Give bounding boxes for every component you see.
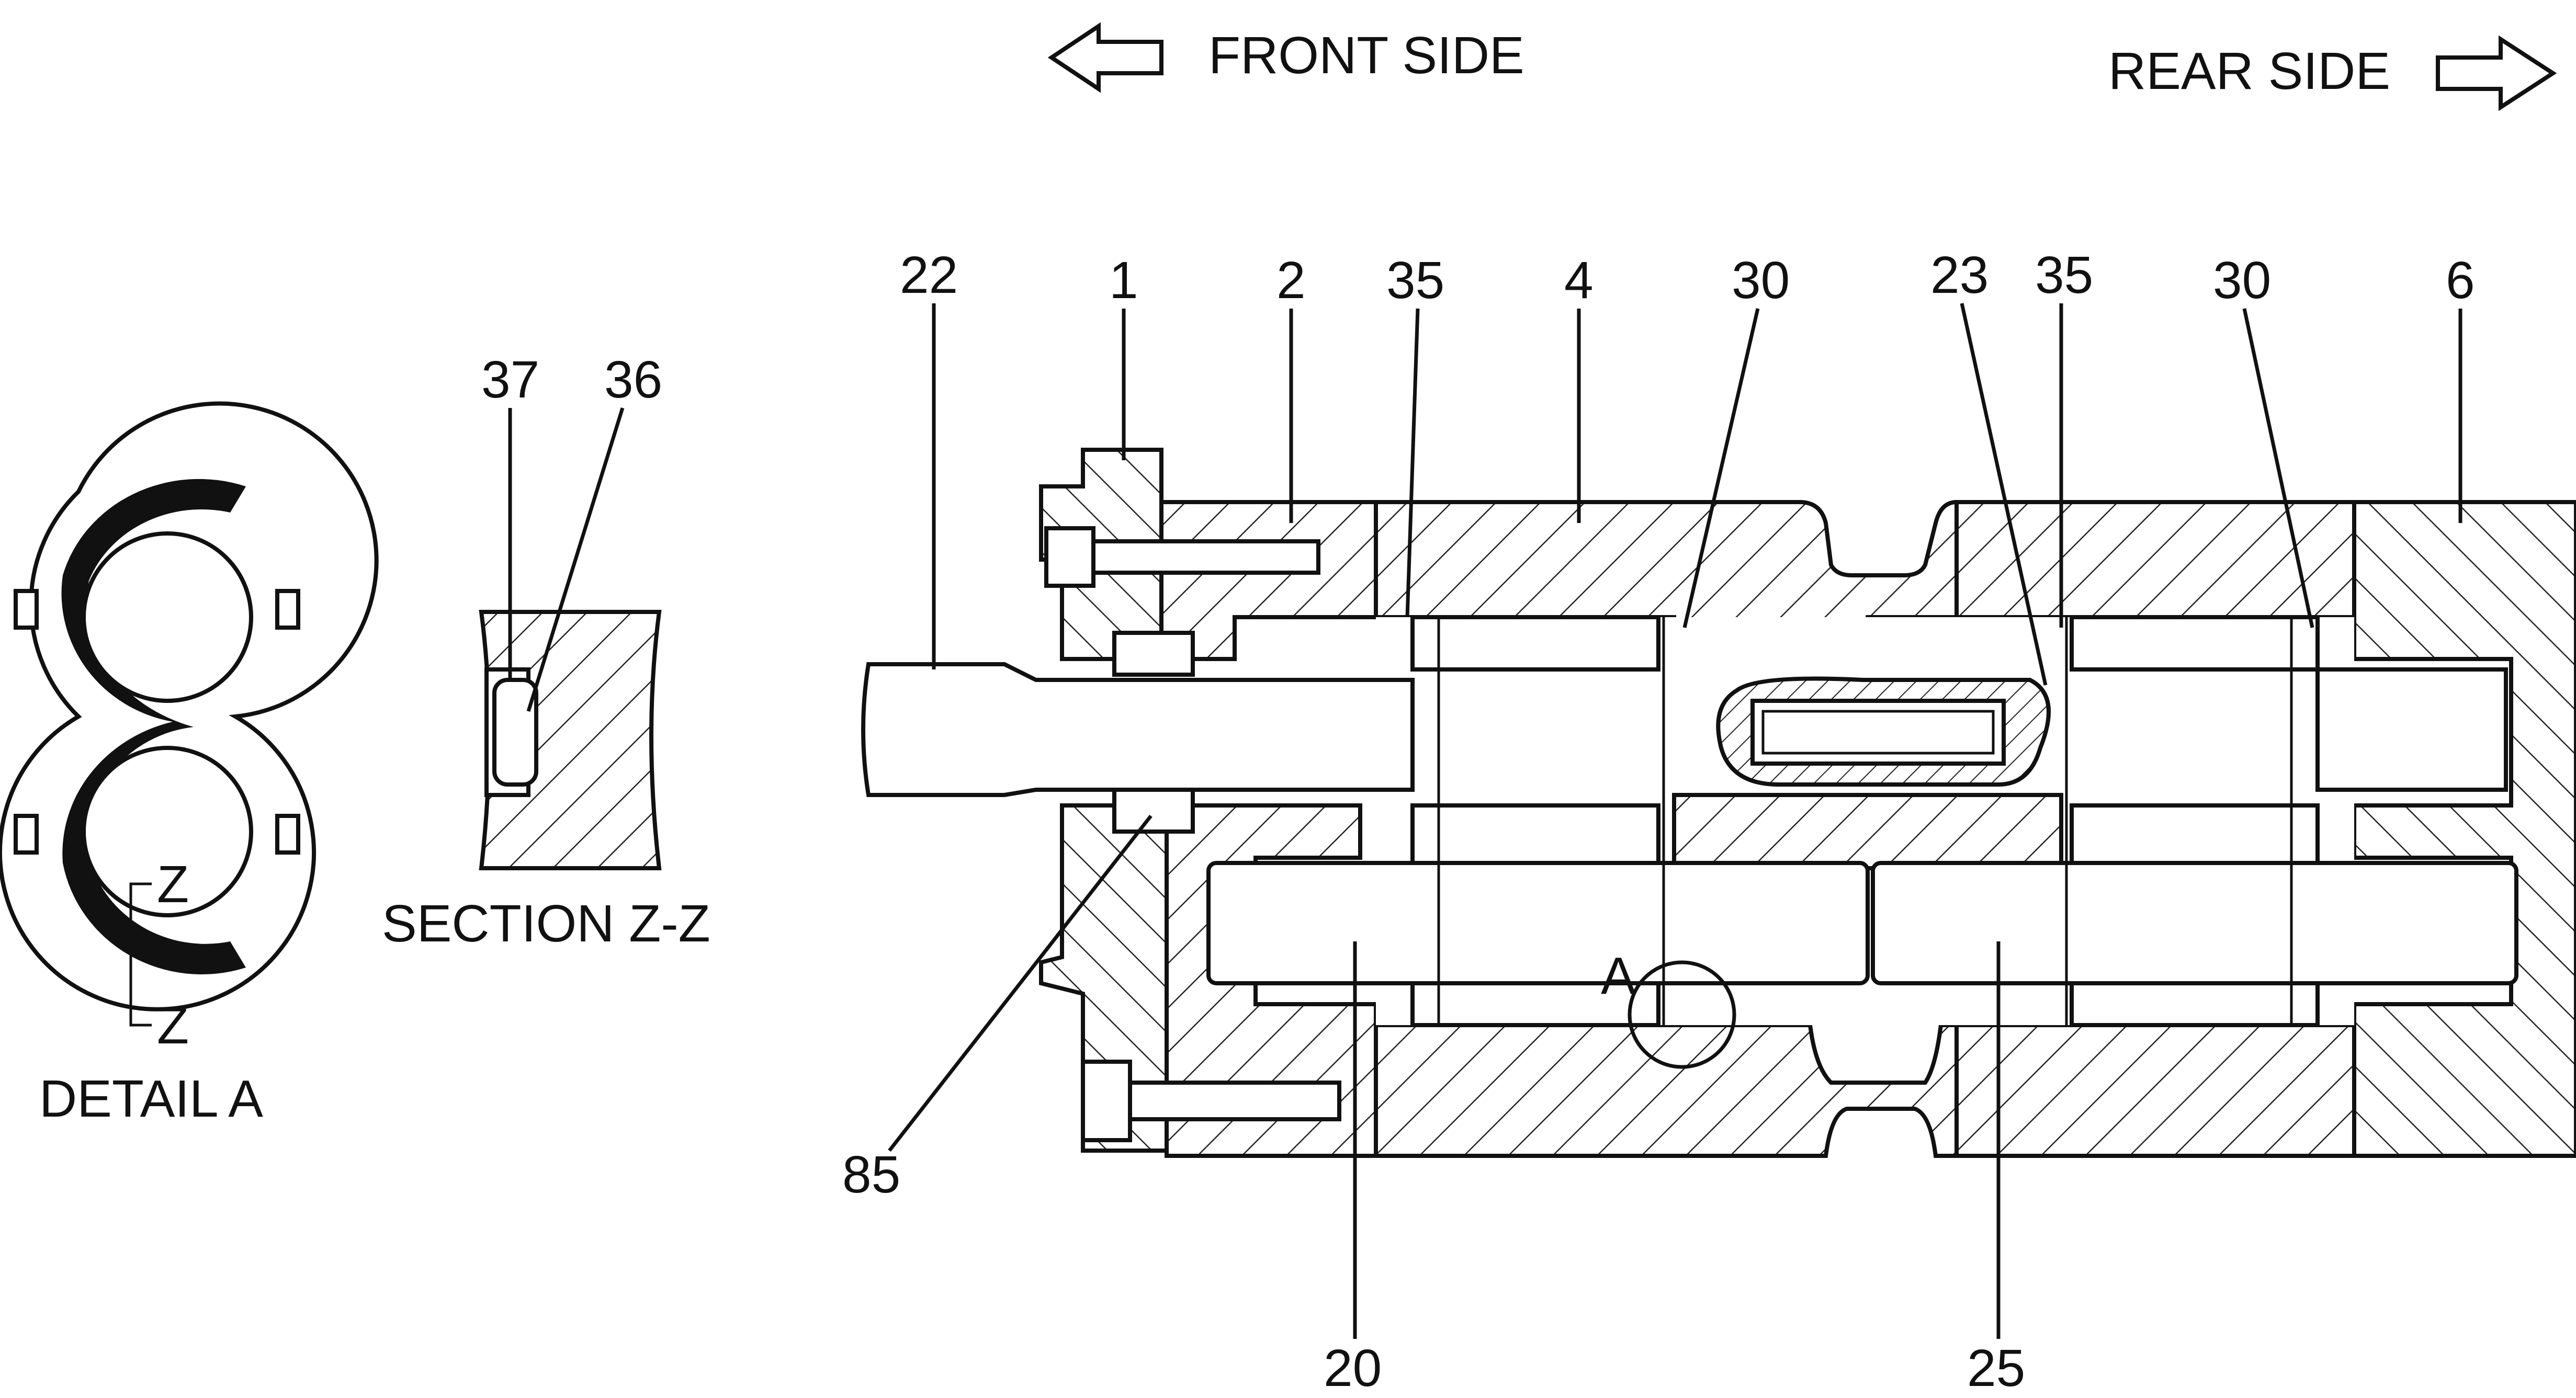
callout-2: 2 [1276,251,1306,310]
coupling-key-inner [1761,710,1995,755]
rear-arrow-icon [2436,35,2557,111]
callout-35-front: 35 [1386,251,1444,310]
callout-22: 22 [900,246,958,304]
detail-a-notch [275,814,300,855]
middle-bearing-block [1672,793,2063,870]
detail-a-notch [14,814,39,855]
callout-6: 6 [2446,251,2475,310]
center-body-lower [1374,1023,1959,1158]
lower-bolt-head [1081,1060,1132,1142]
front-side-label: FRONT SIDE [1208,26,1524,85]
callout-25: 25 [1967,1339,2025,1397]
upper-bearing-right [2070,615,2320,672]
section-z-mark-top: Z [157,855,189,914]
leader-85 [888,814,1153,1152]
callout-36: 36 [604,350,662,409]
callout-23: 23 [1930,246,1989,304]
rear-side-label: REAR SIDE [2108,42,2390,100]
detail-a-notch [275,589,300,630]
callout-1: 1 [1109,251,1138,310]
front-arrow-icon [1047,22,1163,93]
drive-shaft-part-22 [861,662,1415,797]
leader-30-rear [2242,308,2314,628]
section-z-marker-line [129,882,152,1027]
driven-shaft-rear [2315,667,2508,792]
lower-bearing-right [2070,981,2320,1027]
mid-bearing-right [2070,803,2320,865]
section-z-z-view: 37 36 SECTION Z-Z [382,350,710,953]
callout-85: 85 [842,1145,900,1204]
detail-a-upper-bore [82,531,253,703]
shaft-seal-part-85 [1112,631,1195,677]
section-z-z-caption: SECTION Z-Z [382,894,710,953]
section-z-seal-36 [492,678,538,787]
upper-bolt-head [1044,526,1095,588]
detail-a-view: Z Z DETAIL A [0,401,379,1128]
leader-36 [526,407,625,712]
rear-body-lower [1954,1023,2356,1158]
leader-35-front [1405,308,1420,618]
pump-assembly: A [861,448,2576,1158]
callout-30-rear: 30 [2213,251,2271,310]
section-z-mark-bottom: Z [157,996,189,1055]
idler-gear-part-25 [1871,861,2518,985]
upper-bolt-shank [1091,539,1320,575]
callouts: 22 1 2 35 4 30 23 35 30 6 85 20 25 [842,246,2475,1397]
detail-a-caption: DETAIL A [39,1070,263,1128]
detail-a-notch [14,589,39,630]
mid-bearing-left [1410,803,1660,865]
callout-35-rear: 35 [2035,246,2093,304]
callout-37: 37 [481,350,539,409]
leader-30-front [1682,308,1760,628]
lower-bolt-shank [1128,1081,1341,1121]
callout-20: 20 [1324,1339,1382,1397]
front-side-indicator: FRONT SIDE [1047,22,1524,93]
leader-23 [1960,303,2048,686]
detail-a-marker: A [1601,947,1636,1005]
upper-bearing-left [1410,615,1660,672]
rear-cover-part-6 [2352,500,2576,1158]
callout-4: 4 [1564,251,1594,310]
rear-side-indicator: REAR SIDE [2108,35,2557,111]
callout-30-front: 30 [1732,251,1790,310]
idler-gear-part-20 [1206,861,1870,985]
shaft-seal-lower [1112,788,1195,834]
detail-a-lower-bore [82,746,253,917]
detail-a-circle [1628,960,1736,1069]
